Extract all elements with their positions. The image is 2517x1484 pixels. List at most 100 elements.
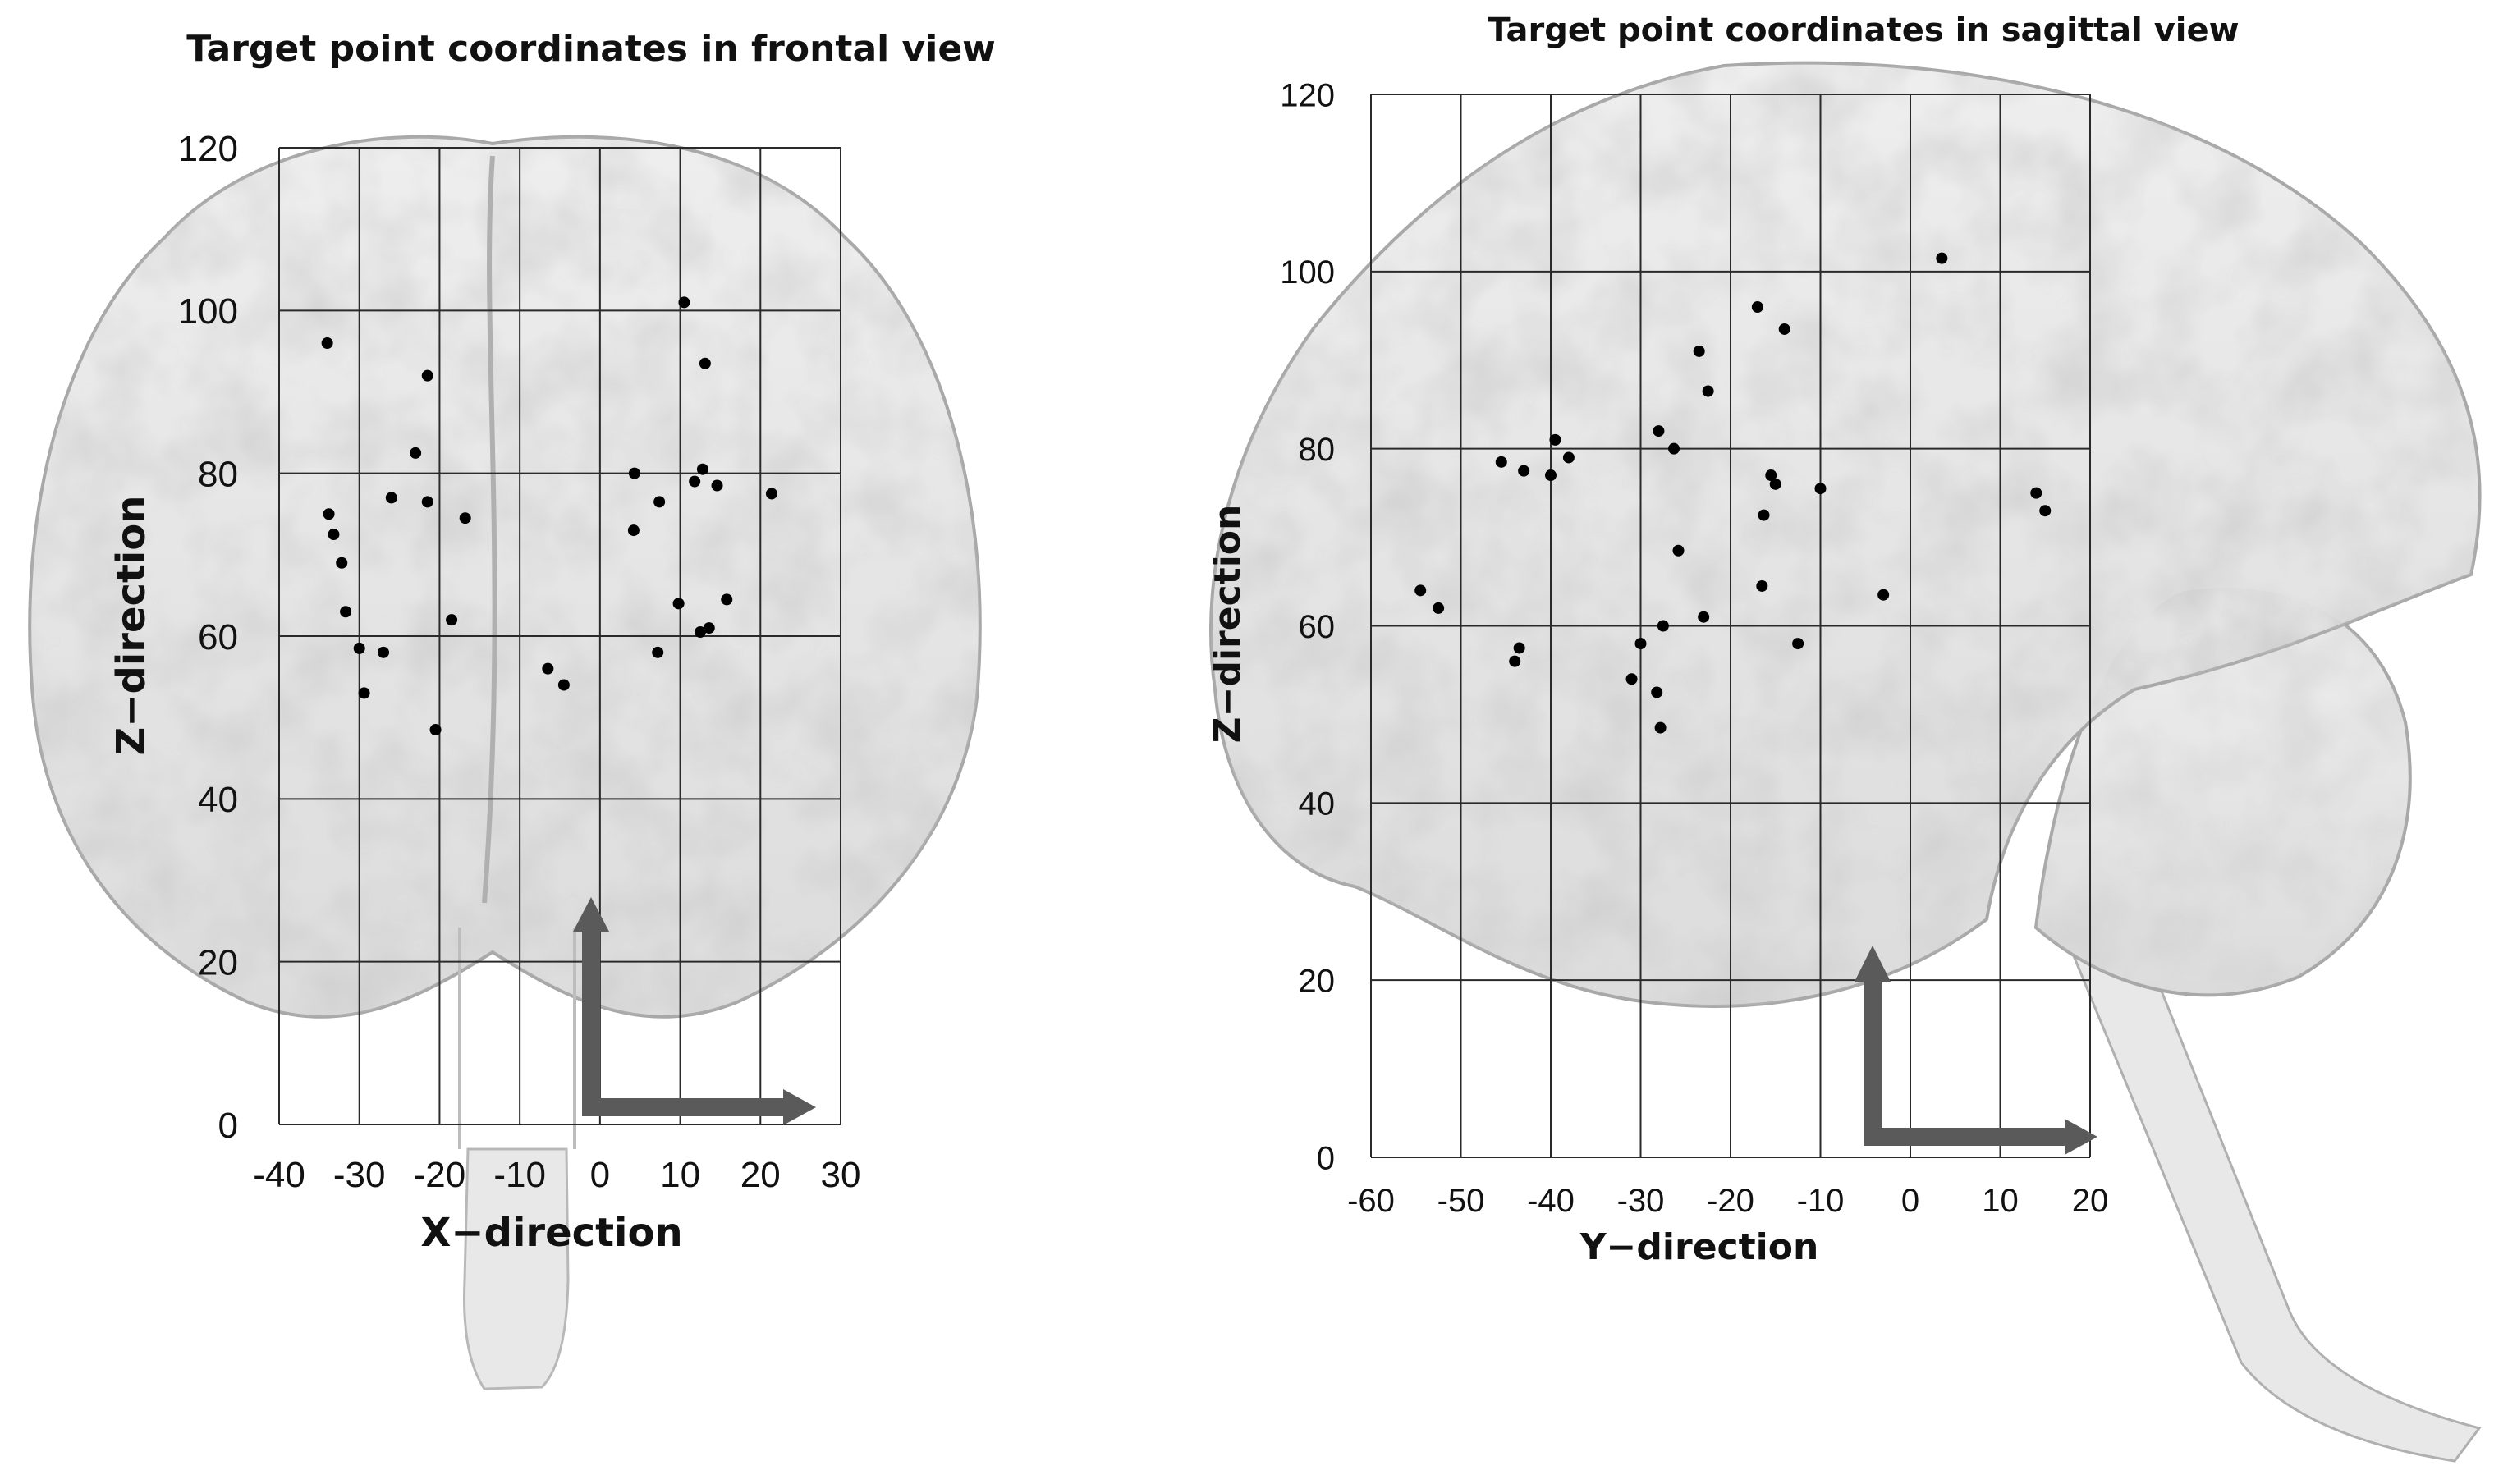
sagittal-data-point bbox=[1698, 611, 1710, 623]
frontal-data-point bbox=[699, 357, 711, 369]
sagittal-data-point bbox=[1653, 425, 1665, 437]
frontal-y-tick: 60 bbox=[198, 617, 238, 657]
frontal-data-point bbox=[765, 488, 777, 500]
frontal-data-point bbox=[542, 662, 554, 675]
frontal-data-point bbox=[410, 447, 422, 459]
brain-sagittal-image bbox=[1209, 61, 2482, 1463]
frontal-y-tick: 120 bbox=[178, 129, 238, 169]
sagittal-view-chart: Target point coordinates in sagittal vie… bbox=[1207, 11, 2240, 1268]
sagittal-data-point bbox=[1769, 478, 1781, 490]
frontal-y-axis-label: Z−direction bbox=[108, 495, 154, 755]
sagittal-gridlines bbox=[1370, 94, 2091, 1158]
sagittal-data-point bbox=[1518, 465, 1530, 477]
frontal-x-tick: -10 bbox=[493, 1155, 546, 1195]
frontal-x-tick: 20 bbox=[740, 1155, 781, 1195]
sagittal-data-point bbox=[1814, 483, 1827, 495]
sagittal-y-tick: 80 bbox=[1299, 432, 1336, 468]
frontal-data-point bbox=[421, 496, 433, 508]
sagittal-axes-arrow-icon bbox=[1855, 946, 2098, 1155]
frontal-y-tick: 0 bbox=[218, 1106, 238, 1146]
frontal-data-point bbox=[353, 642, 365, 654]
sagittal-data-point bbox=[1625, 673, 1638, 685]
frontal-data-point bbox=[703, 622, 715, 634]
frontal-x-tick: 0 bbox=[590, 1155, 610, 1195]
sagittal-data-point bbox=[1702, 385, 1714, 397]
frontal-data-point bbox=[378, 646, 390, 658]
frontal-axes-arrow-icon bbox=[573, 897, 816, 1125]
sagittal-data-point bbox=[2039, 505, 2052, 517]
frontal-x-tick-labels: -40 -30 -20 -10 0 10 20 30 bbox=[253, 1155, 860, 1195]
frontal-x-tick: 30 bbox=[821, 1155, 861, 1195]
sagittal-chart-title: Target point coordinates in sagittal vie… bbox=[1488, 11, 2239, 49]
frontal-data-point bbox=[340, 606, 352, 618]
frontal-data-point bbox=[385, 492, 397, 504]
sagittal-y-axis-label: Z−direction bbox=[1207, 505, 1249, 744]
sagittal-data-point bbox=[1549, 433, 1561, 446]
frontal-x-tick: -30 bbox=[333, 1155, 386, 1195]
sagittal-data-point bbox=[1765, 469, 1777, 482]
frontal-data-point bbox=[557, 679, 570, 691]
frontal-data-point bbox=[721, 593, 733, 606]
frontal-x-axis-label: X−direction bbox=[420, 1210, 682, 1256]
frontal-data-point bbox=[711, 479, 723, 492]
frontal-data-point bbox=[628, 467, 640, 479]
sagittal-data-point bbox=[1651, 686, 1663, 698]
frontal-view-chart: Target point coordinates in frontal view… bbox=[108, 28, 996, 1256]
frontal-data-point bbox=[358, 687, 370, 699]
sagittal-data-points bbox=[1414, 252, 2052, 734]
sagittal-x-tick: 20 bbox=[2072, 1183, 2109, 1219]
sagittal-data-point bbox=[1654, 721, 1667, 734]
sagittal-data-point bbox=[1414, 584, 1427, 597]
sagittal-data-point bbox=[1513, 642, 1525, 654]
frontal-data-point bbox=[336, 556, 348, 569]
frontal-data-point bbox=[446, 614, 458, 626]
sagittal-data-point bbox=[1751, 301, 1763, 313]
sagittal-y-tick: 0 bbox=[1317, 1140, 1335, 1176]
frontal-y-tick: 40 bbox=[198, 780, 238, 820]
frontal-data-point bbox=[429, 724, 442, 736]
sagittal-y-tick: 120 bbox=[1280, 77, 1335, 113]
frontal-y-tick-labels: 0 20 40 60 80 100 120 bbox=[178, 129, 238, 1146]
frontal-gridlines bbox=[278, 147, 841, 1125]
sagittal-x-tick: -30 bbox=[1617, 1183, 1665, 1219]
frontal-y-tick: 100 bbox=[178, 291, 238, 332]
frontal-data-point bbox=[652, 646, 664, 658]
sagittal-y-tick: 40 bbox=[1299, 786, 1336, 822]
sagittal-data-point bbox=[1877, 589, 1890, 601]
sagittal-x-axis-label: Y−direction bbox=[1579, 1226, 1819, 1268]
sagittal-y-tick: 100 bbox=[1280, 254, 1335, 291]
sagittal-x-tick: 0 bbox=[1901, 1183, 1919, 1219]
frontal-y-tick: 20 bbox=[198, 943, 238, 983]
sagittal-data-point bbox=[1778, 323, 1790, 335]
frontal-x-tick: -40 bbox=[253, 1155, 305, 1195]
sagittal-data-point bbox=[1693, 345, 1705, 357]
sagittal-data-point bbox=[1433, 602, 1445, 614]
sagittal-data-point bbox=[1756, 579, 1768, 592]
sagittal-data-point bbox=[1634, 638, 1647, 650]
brain-frontal-image bbox=[28, 135, 982, 1390]
sagittal-data-point bbox=[1495, 456, 1507, 468]
frontal-x-tick: 10 bbox=[660, 1155, 700, 1195]
sagittal-data-point bbox=[1672, 544, 1685, 556]
frontal-data-point bbox=[672, 598, 685, 610]
frontal-data-point bbox=[695, 626, 706, 639]
sagittal-data-point bbox=[1936, 252, 1948, 264]
frontal-data-point bbox=[678, 296, 690, 309]
frontal-data-point bbox=[653, 496, 666, 508]
frontal-x-tick: -20 bbox=[414, 1155, 466, 1195]
frontal-data-point bbox=[323, 508, 335, 520]
sagittal-data-point bbox=[1758, 509, 1770, 521]
sagittal-data-point bbox=[2030, 487, 2042, 499]
sagittal-data-point bbox=[1545, 469, 1557, 482]
frontal-data-point bbox=[689, 475, 701, 488]
sagittal-x-tick: -50 bbox=[1437, 1183, 1485, 1219]
sagittal-y-tick: 60 bbox=[1299, 609, 1336, 645]
frontal-y-tick: 80 bbox=[198, 455, 238, 495]
frontal-data-points bbox=[321, 296, 777, 736]
sagittal-x-tick: -40 bbox=[1527, 1183, 1575, 1219]
sagittal-data-point bbox=[1509, 655, 1521, 667]
sagittal-x-tick: 10 bbox=[1982, 1183, 2019, 1219]
frontal-data-point bbox=[421, 369, 433, 382]
